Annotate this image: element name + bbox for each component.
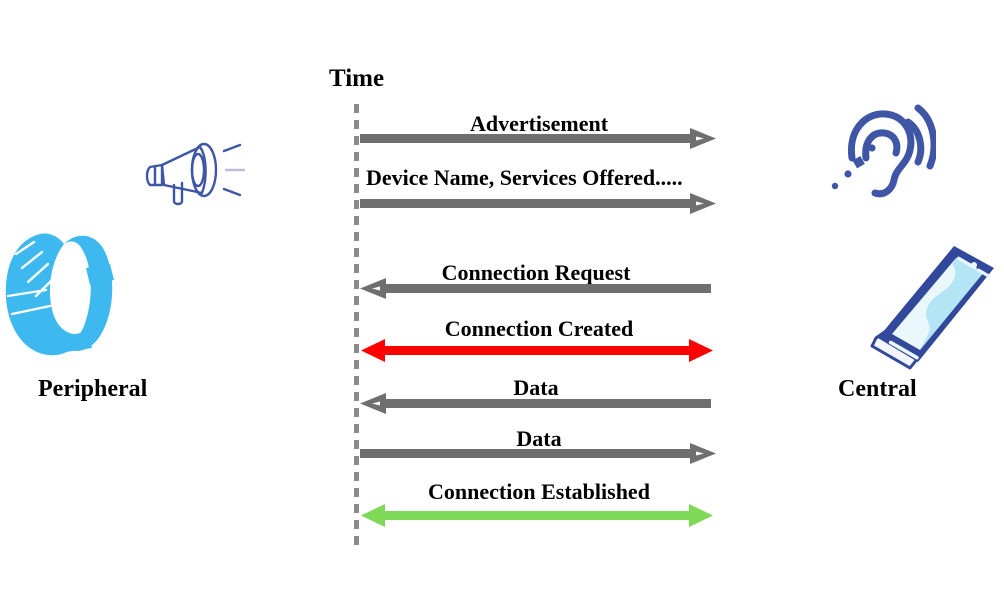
fitness-band-icon [5,233,114,356]
time-axis-label: Time [329,65,385,92]
message-label-connection-request: Connection Request [441,260,631,285]
smartphone-icon [870,246,994,370]
message-arrow-connection-established [361,504,713,527]
message-label-advertisement: Advertisement [469,111,609,136]
message-arrow-data-outbound [360,443,716,464]
message-label-data-outbound: Data [516,426,562,451]
message-label-device-name-services: Device Name, Services Offered..... [366,165,683,190]
message-arrow-connection-request [360,278,711,299]
message-label-data-inbound: Data [513,375,559,400]
listening-ear-icon [831,104,936,198]
timeline-dashed-axis [354,104,359,550]
message-label-connection-established: Connection Established [428,479,650,504]
megaphone-icon [145,142,246,206]
peripheral-label: Peripheral [38,376,148,402]
message-arrow-device-name-services [360,193,716,214]
message-arrow-data-inbound [360,393,711,414]
message-arrow-connection-created [361,339,713,362]
central-label: Central [838,376,917,402]
message-arrow-advertisement [360,128,716,149]
message-label-connection-created: Connection Created [444,316,634,341]
